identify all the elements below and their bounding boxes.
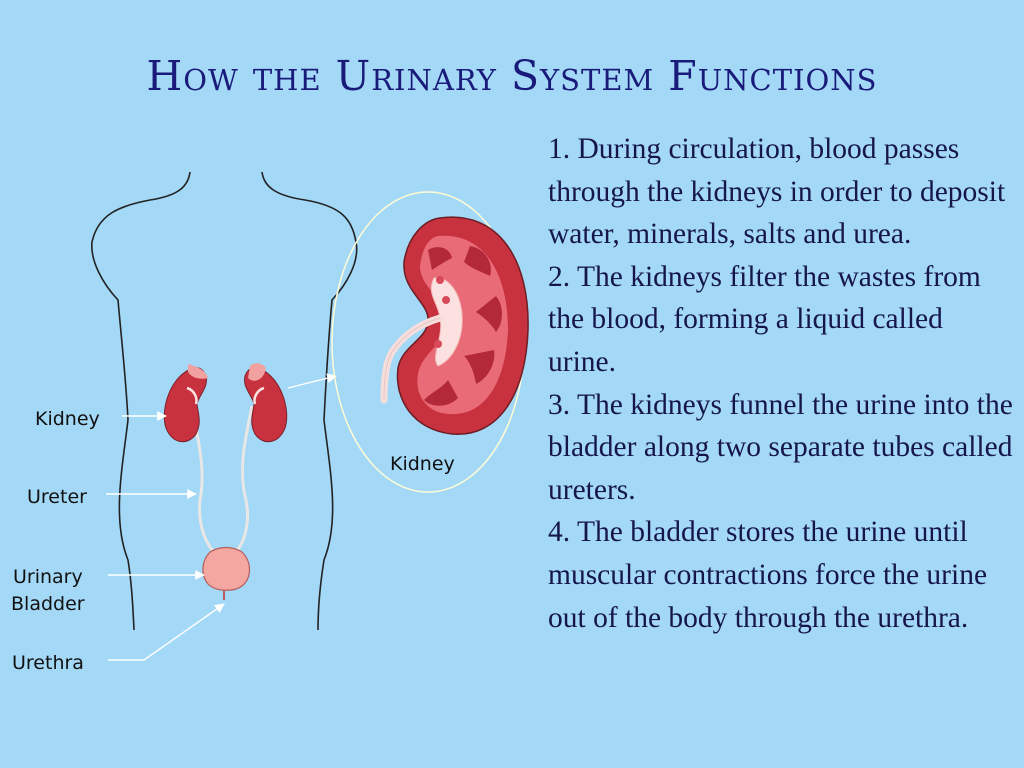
label-bladder-line1: Urinary bbox=[13, 566, 83, 588]
label-bladder-line2: Bladder bbox=[11, 593, 85, 615]
kidney-cross-section bbox=[380, 216, 529, 435]
body-outline bbox=[91, 171, 358, 631]
steps-text: 1. During circulation, blood passes thro… bbox=[548, 128, 1018, 639]
ureters bbox=[190, 405, 254, 554]
step-2: 2. The kidneys filter the wastes from th… bbox=[548, 260, 981, 378]
step-1: 1. During circulation, blood passes thro… bbox=[548, 133, 1006, 251]
step-4: 4. The bladder stores the urine until mu… bbox=[548, 516, 988, 634]
label-arrows bbox=[106, 373, 337, 661]
page-title: How the Urinary System Functions bbox=[146, 52, 878, 100]
label-inset-kidney: Kidney bbox=[390, 453, 455, 475]
urinary-bladder bbox=[202, 546, 251, 600]
label-ureter: Ureter bbox=[27, 486, 87, 508]
left-kidney bbox=[163, 364, 208, 443]
right-kidney bbox=[244, 363, 288, 443]
label-urethra: Urethra bbox=[12, 652, 84, 674]
label-kidney: Kidney bbox=[35, 408, 100, 430]
pyramids bbox=[424, 246, 502, 406]
step-3: 3. The kidneys funnel the urine into the… bbox=[548, 388, 1013, 506]
